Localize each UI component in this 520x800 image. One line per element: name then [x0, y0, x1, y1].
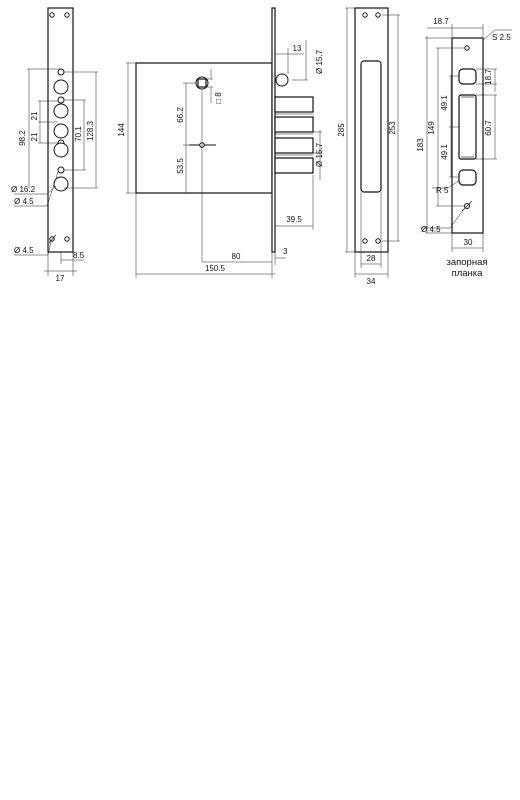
- dim-17: 17: [56, 274, 65, 283]
- dim-253: 253: [388, 121, 397, 135]
- strike-plate-latch-slot: [458, 68, 477, 85]
- front-plate-view: 285 253 28 34: [337, 7, 400, 286]
- dim-49-1-lower: 49.1: [440, 144, 449, 160]
- dim-square-8: □ 8: [214, 92, 223, 104]
- dim-53-5: 53.5: [176, 158, 185, 174]
- faceplate-screw-hole-top-right: [64, 12, 70, 18]
- dim-diameter-15-7-top: Ø 15.7: [315, 49, 324, 74]
- faceplate-latch-hole: [53, 176, 69, 192]
- dim-diameter-4-5: Ø 4.5: [421, 225, 441, 234]
- deadbolt-4: [274, 157, 314, 174]
- dim-66-2: 66.2: [176, 107, 185, 123]
- dim-30: 30: [464, 238, 473, 247]
- dim-21-upper: 21: [30, 111, 39, 120]
- dim-21-lower: 21: [30, 132, 39, 141]
- dim-diameter-15-7-bolts: Ø 15.7: [315, 142, 324, 167]
- front-plate-screw-top-right: [375, 12, 381, 18]
- dim-150-5: 150.5: [205, 264, 226, 273]
- front-plate-screw-bottom-right: [375, 238, 381, 244]
- dim-28: 28: [367, 254, 376, 263]
- strike-plate-caption-line1: запорная: [446, 257, 487, 268]
- dim-18-7-side: 18.7: [484, 69, 493, 85]
- strike-plate-bolt-slot: [458, 94, 477, 160]
- latch-bolt: [275, 73, 289, 87]
- faceplate-screw-hole-top-left: [49, 12, 55, 18]
- dim-49-1-upper: 49.1: [440, 95, 449, 111]
- deadbolt-2: [274, 116, 314, 133]
- front-plate-screw-bottom-left: [362, 238, 368, 244]
- deadbolt-1: [274, 96, 314, 113]
- faceplate-small-hole-2: [57, 96, 65, 104]
- faceplate-bolt-hole-4: [53, 142, 69, 158]
- dim-39-5: 39.5: [286, 215, 302, 224]
- dim-s-2-5: S 2.5: [492, 33, 511, 42]
- faceplate-bolt-hole-2: [53, 103, 69, 119]
- dim-144: 144: [117, 123, 126, 137]
- dim-70-1: 70.1: [74, 126, 83, 142]
- dim-98-2: 98.2: [18, 130, 27, 146]
- dim-149: 149: [427, 121, 436, 135]
- dim-3: 3: [283, 247, 288, 256]
- dim-80: 80: [232, 252, 241, 261]
- faceplate-small-hole-1: [57, 68, 65, 76]
- faceplate-bolt-hole-3: [53, 123, 69, 139]
- strike-plate-caption-line2: планка: [452, 268, 484, 279]
- dim-diameter-16-2: Ø 16.2: [11, 185, 36, 194]
- front-plate-bolt-window: [360, 60, 382, 193]
- dim-128-3: 128.3: [86, 120, 95, 141]
- dim-18-7-top: 18.7: [433, 17, 449, 26]
- dim-8-5: 8.5: [73, 251, 85, 260]
- dim-34: 34: [367, 277, 376, 286]
- faceplate-bolt-hole-1: [53, 79, 69, 95]
- faceplate-small-hole-4: [57, 166, 65, 174]
- lock-body-view: 144 66.2 53.5 □ 8 13 Ø 15.7 Ø 15.7 39.5 …: [117, 7, 324, 278]
- strike-plate-view: 18.7 S 2.5 18.7 49.1 49.1 149 183 60.7 R…: [416, 17, 512, 279]
- dim-diameter-4-5-lower: Ø 4.5: [14, 246, 34, 255]
- dim-183: 183: [416, 138, 425, 152]
- dim-radius-5: R 5: [436, 186, 449, 195]
- dim-285: 285: [337, 123, 346, 137]
- faceplate-screw-hole-bottom-right: [64, 236, 70, 242]
- dim-13: 13: [293, 44, 302, 53]
- strike-plate-lower-slot: [458, 169, 477, 186]
- faceplate-view: 98.2 21 21 70.1 128.3 Ø 16.2 Ø 4.5 Ø 4.5…: [11, 7, 98, 283]
- handle-spindle-square: [197, 78, 207, 88]
- strike-plate-screw-top: [464, 45, 470, 51]
- front-plate-screw-top-left: [362, 12, 368, 18]
- deadbolt-3: [274, 137, 314, 154]
- dim-60-7: 60.7: [484, 120, 493, 136]
- dim-diameter-4-5-upper: Ø 4.5: [14, 197, 34, 206]
